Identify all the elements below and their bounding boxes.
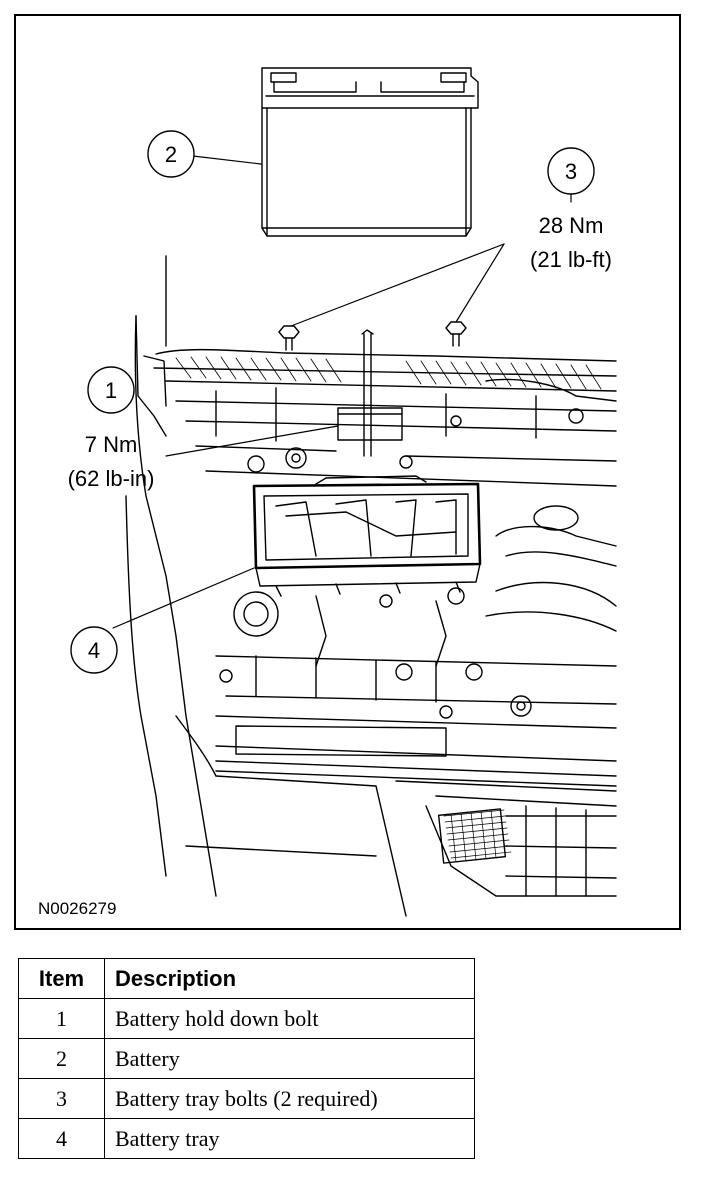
hold-down-bolt (337, 329, 403, 457)
row-item-number: 4 (18, 1118, 105, 1159)
battery-tray-drawing (252, 475, 482, 597)
table-row: 2 Battery (18, 1038, 475, 1079)
row-description: Battery tray (104, 1118, 475, 1159)
callout-number-3: 3 (565, 159, 577, 184)
callout-circle-4 (70, 626, 118, 674)
row-item-number: 2 (18, 1038, 105, 1079)
torque-imperial-1: (62 lb-in) (68, 466, 155, 491)
header-description: Description (104, 958, 475, 999)
torque-metric-1: 7 Nm (85, 432, 138, 457)
callout-circle-1 (87, 366, 135, 414)
cowl-panel (135, 315, 617, 487)
torque-imperial-3: (21 lb-ft) (530, 247, 612, 272)
diagram-frame: 2 3 1 4 28 Nm (21 lb-ft) 7 Nm (62 lb-in)… (14, 14, 681, 930)
row-item-number: 1 (18, 998, 105, 1039)
table-row: 3 Battery tray bolts (2 required) (18, 1078, 475, 1119)
callout-number-2: 2 (165, 142, 177, 167)
figure-id: N0026279 (38, 899, 116, 918)
leader-lines (112, 155, 572, 629)
battery-drawing (261, 67, 479, 237)
cowl-hatching (175, 356, 602, 390)
engine-bay-illustration: 2 3 1 4 28 Nm (21 lb-ft) 7 Nm (62 lb-in)… (38, 67, 617, 918)
header-item: Item (18, 958, 105, 999)
tray-bolt-left (278, 325, 300, 351)
table-row: 4 Battery tray (18, 1118, 475, 1159)
front-body (125, 255, 617, 917)
row-description: Battery (104, 1038, 475, 1079)
callout-number-4: 4 (88, 638, 100, 663)
callout-number-1: 1 (105, 378, 117, 403)
table-row: 1 Battery hold down bolt (18, 998, 475, 1039)
row-item-number: 3 (18, 1078, 105, 1119)
row-description: Battery tray bolts (2 required) (104, 1078, 475, 1119)
engine-components (215, 505, 617, 787)
table-header-row: Item Description (18, 958, 475, 999)
callout-circle-2 (147, 130, 195, 178)
callout-circle-3 (547, 147, 595, 195)
parts-table: Item Description 1 Battery hold down bol… (18, 958, 475, 1159)
grille-mesh (443, 809, 512, 863)
torque-metric-3: 28 Nm (539, 213, 604, 238)
row-description: Battery hold down bolt (104, 998, 475, 1039)
tray-bolt-right (445, 321, 467, 347)
